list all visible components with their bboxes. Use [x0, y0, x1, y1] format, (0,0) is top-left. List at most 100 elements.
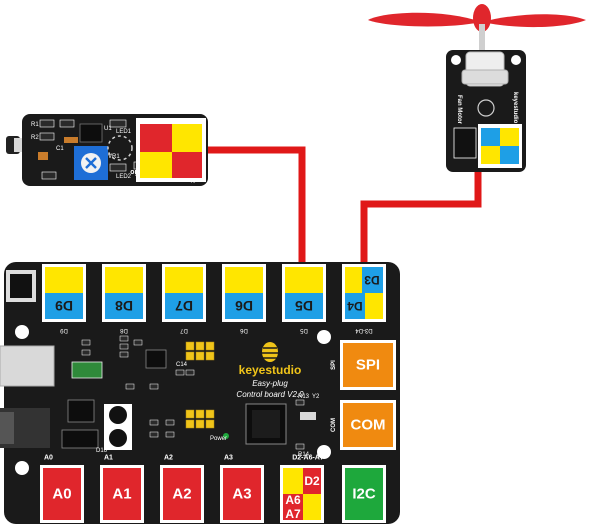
silk-r13: R13 [298, 394, 310, 400]
smd-resistor [39, 119, 55, 128]
port-cell-blue [362, 267, 383, 293]
board-brand: keyestudio [239, 363, 302, 377]
side-port-column: SPI SPI COM COM [331, 340, 396, 450]
port-silk: A3 [224, 455, 233, 462]
smd-components [81, 335, 305, 450]
board-model: Control board V2.0 [236, 390, 304, 399]
port-label: D7 [175, 298, 193, 314]
silk-led1: LED1 [116, 129, 132, 135]
port-cell-blue [165, 293, 203, 319]
smd-capacitor [64, 137, 78, 143]
port-silk: SPI [331, 360, 337, 370]
port-label: SPI [356, 357, 380, 374]
keyestudio-logo [262, 342, 278, 362]
port-cell-yellow [283, 468, 303, 494]
silk-led2: LED2 [116, 174, 132, 180]
port-cell-yellow [105, 267, 143, 293]
port-silk: COM [331, 418, 337, 432]
port-com[interactable]: COM COM [331, 400, 396, 450]
status-led [107, 135, 133, 161]
capacitor [109, 406, 127, 424]
port-label: D2 [304, 474, 320, 488]
port-silk: D9 [60, 327, 68, 333]
crystal [300, 412, 316, 420]
fan-chip [453, 127, 477, 159]
port-silk: D6 [240, 327, 248, 333]
port-label: A1 [112, 486, 131, 503]
wire-fan-to-d4 [360, 156, 482, 270]
silk-d16: D16 [96, 448, 108, 454]
mount-hole [15, 461, 29, 475]
fan-motor-body [461, 69, 509, 85]
port-silk: A1 [104, 455, 113, 462]
silk-u1: U1 [104, 126, 112, 132]
fuse [71, 361, 103, 379]
port-label: I2C [352, 486, 376, 503]
port-silk: D2-A6-A7 [292, 455, 324, 462]
bee-icon [262, 342, 278, 362]
smd-capacitor [38, 152, 48, 160]
connector-cell-red [140, 124, 172, 152]
port-cell-red [283, 494, 303, 520]
wires [202, 146, 482, 270]
fan-connector [481, 128, 519, 164]
silk-vr1: VR1 [108, 154, 120, 160]
port-cell-blue [345, 293, 365, 319]
wire-flame-to-d5 [202, 146, 306, 270]
connector-cell-blue [500, 146, 519, 164]
silk-r14: R14 [298, 452, 310, 458]
smd-resistor [59, 119, 75, 128]
mount-hole [15, 325, 29, 339]
comparator-chip [79, 123, 103, 143]
flame-sensor-module: LED1 LED2 R1 R2 C1 U1 VR1 J1 Keyestudio [6, 114, 208, 186]
port-cell-yellow [165, 267, 203, 293]
silk-r2: R2 [31, 135, 39, 141]
port-cell-yellow [365, 293, 383, 319]
power-jack-body [0, 412, 14, 444]
silk-c14: C14 [176, 362, 188, 368]
port-spi[interactable]: SPI SPI [331, 340, 396, 390]
port-cell-yellow [303, 494, 321, 520]
bee-stripes [262, 347, 278, 359]
port-cell-blue [45, 293, 83, 319]
port-cell-blue [225, 293, 263, 319]
motor-shaft [479, 24, 485, 52]
port-label: A7 [285, 507, 301, 521]
silk-c1: C1 [56, 146, 64, 152]
fan-transistor [477, 99, 495, 117]
port-silk: D7 [180, 327, 188, 333]
mount-hole [511, 55, 521, 65]
propeller-blade-right [482, 14, 586, 28]
port-silk: A2 [164, 455, 173, 462]
smd-resistor [109, 119, 127, 128]
port-label: D3 [364, 273, 380, 287]
port-i2c[interactable]: I2C [342, 465, 386, 523]
icsp-header-mid [185, 409, 215, 429]
fan-brand: keyestudio [512, 92, 518, 124]
potentiometer-cross [85, 157, 97, 169]
fan-title: Fan Motor [456, 95, 462, 125]
capacitor [109, 429, 127, 447]
port-label: D4 [347, 299, 363, 313]
board-subtitle: Easy-plug [252, 379, 288, 388]
power-led [223, 433, 229, 439]
port-label: COM [351, 417, 386, 434]
flame-sensor-connector [140, 124, 202, 178]
connector-cell-blue [481, 128, 500, 146]
port-body [163, 468, 201, 520]
port-cell-blue [285, 293, 323, 319]
